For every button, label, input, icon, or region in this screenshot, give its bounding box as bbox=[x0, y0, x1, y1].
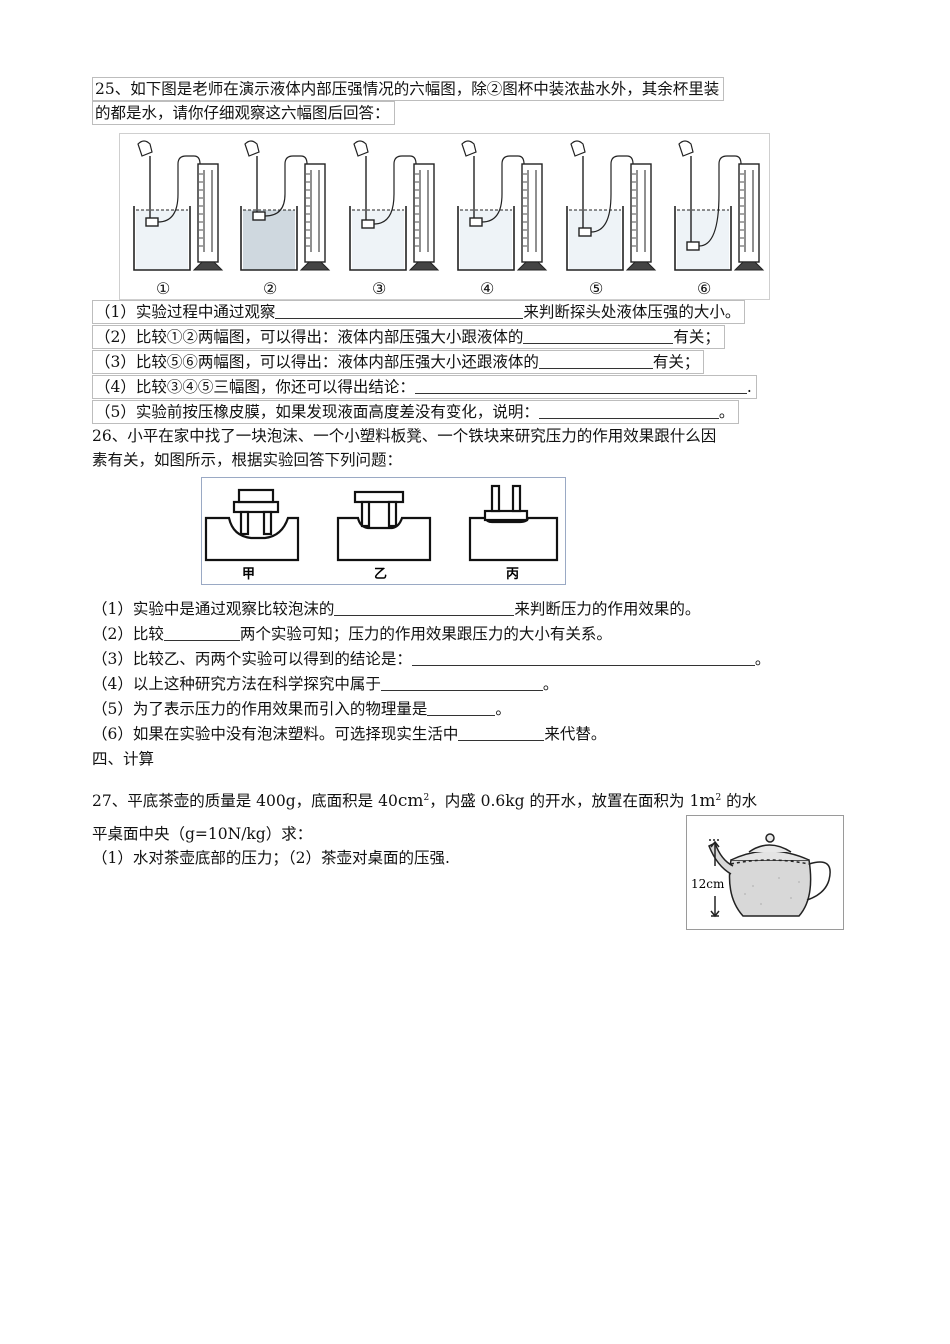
q26-item-4-text-a: （4）以上这种研究方法在科学探究中属于 bbox=[92, 675, 381, 693]
q25-setup-2 bbox=[240, 140, 331, 271]
q26-item-3-blank[interactable] bbox=[411, 649, 755, 666]
q26-item-6-blank[interactable] bbox=[458, 724, 545, 741]
q25-item-2-text-a: （2）比较①②两幅图，可以得出：液体内部压强大小跟液体的 bbox=[95, 328, 524, 346]
q25-item-5-blank[interactable] bbox=[538, 402, 719, 419]
q26-item-2-text-b: 两个实验可知；压力的作用效果跟压力的大小有关系。 bbox=[239, 625, 612, 643]
q25-item-1-text-b: 来判断探头处液体压强的大小。 bbox=[523, 303, 741, 321]
q27-line-2: 平桌面中央（g=10N/kg）求： bbox=[92, 825, 313, 843]
q25-experiment-illustration: ① ② ③ ④ ⑤ ⑥ bbox=[133, 140, 765, 298]
q25-intro-line-2: 的都是水，请你仔细观察这六幅图后回答： bbox=[92, 101, 395, 125]
q27-line-1-text-c: 的水 bbox=[721, 792, 758, 811]
q26-item-2-text-a: （2）比较 bbox=[92, 625, 164, 643]
q25-item-2-text-b: 有关； bbox=[673, 328, 720, 346]
q25-item-5-text-b: 。 bbox=[718, 403, 735, 421]
q26-item-5: （5）为了表示压力的作用效果而引入的物理量是 。 bbox=[92, 698, 511, 720]
q27-teapot-height-label: 12cm bbox=[691, 877, 725, 891]
q25-fig-label-3: ③ bbox=[372, 279, 386, 298]
q25-fig-label-6: ⑥ bbox=[697, 279, 711, 298]
q27-line-1: 27、平底茶壶的质量是 400g，底面积是 40cm2，内盛 0.6kg 的开水… bbox=[92, 787, 757, 812]
q25-item-4-text-a: （4）比较③④⑤三幅图，你还可以得出结论： bbox=[95, 378, 415, 396]
q26-item-1-blank[interactable] bbox=[334, 599, 515, 616]
q27-superscript-m: 2 bbox=[715, 793, 722, 803]
q25-setup-1 bbox=[133, 140, 224, 271]
teapot-icon: 12cm bbox=[691, 833, 831, 918]
q26-item-1-text-b: 来判断压力的作用效果的。 bbox=[514, 600, 701, 618]
q25-setup-6 bbox=[674, 140, 765, 271]
q25-setup-5 bbox=[566, 140, 657, 271]
q26-item-3-text-b: 。 bbox=[754, 650, 771, 668]
q26-fig-label-jia: 甲 bbox=[242, 567, 255, 582]
q26-item-6-text-a: （6）如果在实验中没有泡沫塑料。可选择现实生活中 bbox=[92, 725, 459, 743]
q25-item-5-text-a: （5）实验前按压橡皮膜，如果发现液面高度差没有变化，说明： bbox=[95, 403, 539, 421]
q26-item-5-text-b: 。 bbox=[495, 700, 511, 718]
q26-foam-illustration: 甲 乙 丙 bbox=[204, 484, 559, 582]
q25-item-3-text-a: （3）比较⑤⑥两幅图，可以得出：液体内部压强大小还跟液体的 bbox=[95, 353, 539, 371]
q27-superscript-cm: 2 bbox=[423, 793, 430, 803]
q25-setup-3 bbox=[349, 140, 440, 271]
q27-teapot-figure: 12cm bbox=[686, 815, 844, 930]
q25-item-4-text-b: . bbox=[746, 378, 752, 396]
q27-line-1-text-a: 27、平底茶壶的质量是 400g，底面积是 40 bbox=[92, 792, 398, 811]
q27-unit-cm: cm bbox=[397, 791, 424, 812]
q26-item-3-text-a: （3）比较乙、丙两个实验可以得到的结论是： bbox=[92, 650, 412, 668]
q25-fig-label-5: ⑤ bbox=[589, 279, 603, 298]
q27-line-3: （1）水对茶壶底部的压力；（2）茶壶对桌面的压强. bbox=[92, 849, 450, 867]
q26-fig-label-yi: 乙 bbox=[374, 567, 387, 582]
q26-intro-line-1: 26、小平在家中找了一块泡沫、一个小塑料板凳、一个铁块来研究压力的作用效果跟什么… bbox=[92, 427, 717, 445]
q26-intro-line-2: 素有关，如图所示，根据实验回答下列问题： bbox=[92, 451, 403, 469]
section-heading-calculation: 四、计算 bbox=[92, 750, 155, 768]
q25-item-2: （2）比较①②两幅图，可以得出：液体内部压强大小跟液体的 有关； bbox=[92, 325, 725, 349]
q26-item-2-blank[interactable] bbox=[163, 624, 240, 641]
q25-fig-label-4: ④ bbox=[480, 279, 494, 298]
q25-item-1-blank[interactable] bbox=[275, 302, 524, 319]
q25-item-4-blank[interactable] bbox=[414, 377, 747, 394]
q26-item-4-text-b: 。 bbox=[542, 675, 559, 693]
q26-item-5-text-a: （5）为了表示压力的作用效果而引入的物理量是 bbox=[92, 700, 428, 718]
q25-item-3: （3）比较⑤⑥两幅图，可以得出：液体内部压强大小还跟液体的 有关； bbox=[92, 350, 705, 374]
q25-item-3-text-b: 有关； bbox=[652, 353, 700, 371]
q25-item-1: （1）实验过程中通过观察 来判断探头处液体压强的大小。 bbox=[92, 300, 746, 324]
q25-item-2-blank[interactable] bbox=[523, 327, 674, 344]
q27-unit-m: m bbox=[699, 791, 716, 812]
q27-line-1-text-b: ，内盛 0.6kg 的开水，放置在面积为 1 bbox=[429, 792, 700, 811]
q26-item-6-text-b: 来代替。 bbox=[544, 725, 607, 743]
q26-item-4-blank[interactable] bbox=[380, 674, 543, 691]
q26-item-2: （2）比较 两个实验可知；压力的作用效果跟压力的大小有关系。 bbox=[92, 623, 612, 645]
q26-item-1-text-a: （1）实验中是通过观察比较泡沫的 bbox=[92, 600, 335, 618]
q26-fig-label-bing: 丙 bbox=[506, 567, 519, 582]
q25-item-5: （5）实验前按压橡皮膜，如果发现液面高度差没有变化，说明： 。 bbox=[92, 400, 740, 424]
q26-item-1: （1）实验中是通过观察比较泡沫的 来判断压力的作用效果的。 bbox=[92, 598, 700, 620]
q26-item-3: （3）比较乙、丙两个实验可以得到的结论是： 。 bbox=[92, 648, 770, 670]
q26-figure: 甲 乙 丙 bbox=[201, 477, 566, 585]
q26-item-5-blank[interactable] bbox=[427, 699, 496, 716]
q25-fig-label-2: ② bbox=[263, 279, 277, 298]
q26-item-6: （6）如果在实验中没有泡沫塑料。可选择现实生活中 来代替。 bbox=[92, 723, 606, 745]
q25-intro-line-1: 25、如下图是老师在演示液体内部压强情况的六幅图，除②图杯中装浓盐水外，其余杯里… bbox=[92, 77, 725, 101]
q25-setup-4 bbox=[457, 140, 548, 271]
q25-item-1-text-a: （1）实验过程中通过观察 bbox=[95, 303, 276, 321]
q26-item-4: （4）以上这种研究方法在科学探究中属于 。 bbox=[92, 673, 558, 695]
q25-item-4: （4）比较③④⑤三幅图，你还可以得出结论：. bbox=[92, 375, 757, 399]
q25-fig-label-1: ① bbox=[156, 279, 170, 298]
q25-figure: ① ② ③ ④ ⑤ ⑥ bbox=[119, 133, 770, 300]
q25-item-3-blank[interactable] bbox=[538, 352, 653, 369]
